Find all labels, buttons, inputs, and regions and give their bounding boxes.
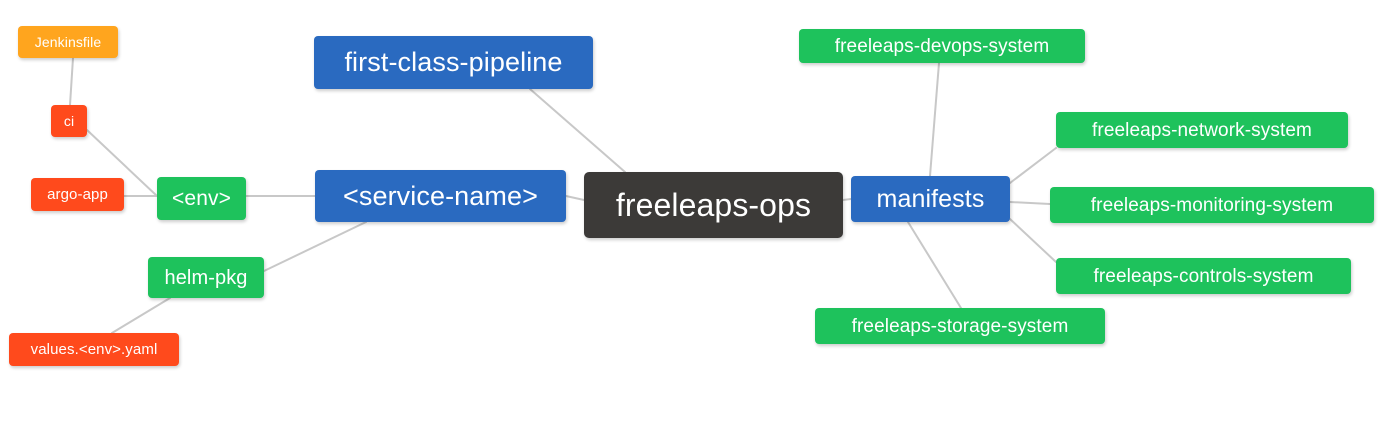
node-label: freeleaps-devops-system: [834, 35, 1050, 57]
node-argo-app[interactable]: argo-app: [31, 178, 124, 211]
node-freeleaps-controls-system[interactable]: freeleaps-controls-system: [1056, 258, 1351, 294]
node-ci[interactable]: ci: [51, 105, 87, 137]
node-label: freeleaps-network-system: [1092, 119, 1312, 141]
node-label: first-class-pipeline: [344, 47, 563, 77]
edge-helm-pkg-to-values-env-yaml: [111, 297, 171, 334]
node-label: Jenkinsfile: [34, 34, 102, 50]
node-env[interactable]: <env>: [157, 177, 246, 220]
node-label: helm-pkg: [164, 266, 248, 289]
node-label: <service-name>: [343, 180, 538, 211]
node-label: argo-app: [47, 186, 108, 203]
edge-service-name-to-freeleaps-ops: [565, 195, 585, 201]
node-jenkinsfile[interactable]: Jenkinsfile: [18, 26, 118, 58]
edge-freeleaps-ops-to-manifests: [842, 198, 852, 201]
edge-jenkinsfile-to-ci: [69, 57, 74, 106]
node-freeleaps-storage-system[interactable]: freeleaps-storage-system: [815, 308, 1105, 344]
node-first-class-pipeline[interactable]: first-class-pipeline: [314, 36, 593, 89]
node-freeleaps-network-system[interactable]: freeleaps-network-system: [1056, 112, 1348, 148]
edge-service-name-to-helm-pkg: [263, 221, 367, 272]
node-label: freeleaps-monitoring-system: [1090, 194, 1334, 216]
node-freeleaps-devops-system[interactable]: freeleaps-devops-system: [799, 29, 1085, 63]
node-label: freeleaps-storage-system: [851, 315, 1069, 337]
node-label: manifests: [876, 184, 985, 213]
node-label: ci: [63, 113, 75, 129]
node-label: freeleaps-controls-system: [1093, 265, 1314, 287]
edge-manifests-to-freeleaps-network-system: [1009, 147, 1057, 184]
edge-manifests-to-freeleaps-monitoring-system: [1009, 201, 1051, 205]
node-manifests[interactable]: manifests: [851, 176, 1010, 222]
node-label: freeleaps-ops: [615, 187, 812, 223]
node-values-env-yaml[interactable]: values.<env>.yaml: [9, 333, 179, 366]
edge-manifests-to-freeleaps-controls-system: [1009, 218, 1057, 263]
node-label: values.<env>.yaml: [30, 341, 158, 358]
node-label: <env>: [172, 187, 231, 210]
edge-manifests-to-freeleaps-devops-system: [929, 62, 940, 177]
edge-manifests-to-freeleaps-storage-system: [907, 221, 962, 309]
edge-first-class-pipeline-to-freeleaps-ops: [529, 88, 626, 173]
node-helm-pkg[interactable]: helm-pkg: [148, 257, 264, 298]
node-freeleaps-monitoring-system[interactable]: freeleaps-monitoring-system: [1050, 187, 1374, 223]
node-freeleaps-ops[interactable]: freeleaps-ops: [584, 172, 843, 238]
node-service-name[interactable]: <service-name>: [315, 170, 566, 222]
